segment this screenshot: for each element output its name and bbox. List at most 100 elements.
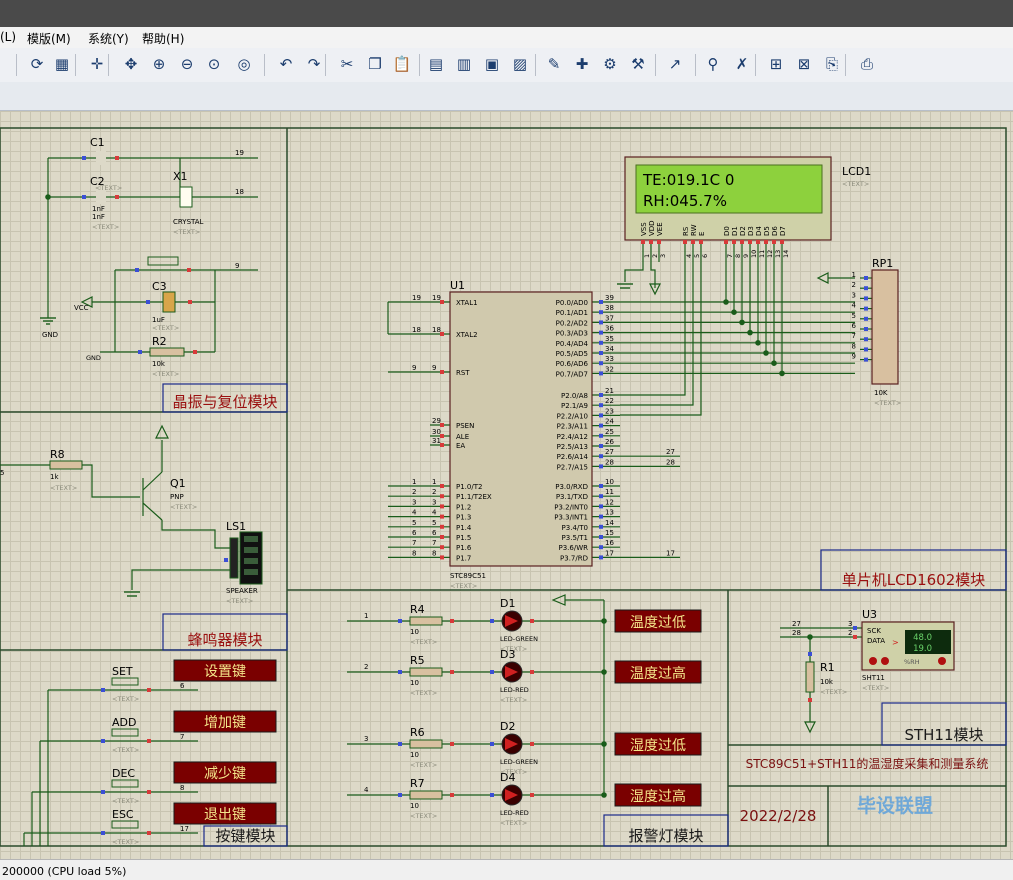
mcu-pin-xtal1: XTAL1	[456, 299, 478, 307]
paste-icon[interactable]: 📋	[392, 55, 412, 73]
rp1-pin-number: 9	[852, 353, 856, 361]
lcd-pin-number: 2	[651, 254, 659, 258]
q1-emitter	[142, 471, 163, 491]
toolbar-separator	[535, 54, 536, 76]
pin-marker	[440, 332, 444, 336]
make-device-icon[interactable]: ✚	[575, 55, 589, 73]
pin-marker	[188, 300, 192, 304]
lcd-pin-number: 12	[766, 250, 774, 258]
block-rotate-icon[interactable]: ▣	[484, 55, 500, 73]
mcu-pin-number: 12	[605, 498, 614, 506]
cut-icon[interactable]: ✂	[340, 55, 354, 73]
zoom-in-icon[interactable]: ⊕	[152, 55, 166, 73]
mcu-pin-p0-4: P0.4/AD4	[556, 340, 589, 348]
pin-marker	[864, 276, 868, 280]
mcu-pin-number: 4	[432, 509, 437, 517]
undo-icon[interactable]: ↶	[279, 55, 293, 73]
status-bar: 200000 (CPU load 5%)	[0, 859, 1013, 880]
led-tag-0	[614, 609, 702, 633]
netlist-icon[interactable]: ⎘	[825, 55, 838, 73]
wire-autoroute-icon[interactable]: ↗	[668, 55, 682, 73]
pin-marker	[641, 240, 645, 244]
pin-marker	[193, 350, 197, 354]
grid-icon[interactable]: ▦	[54, 55, 70, 73]
pin-marker	[187, 268, 191, 272]
x1-ref: X1	[173, 170, 188, 183]
menu-item-l[interactable]: (L)	[0, 30, 17, 44]
net-label: 7	[180, 733, 184, 741]
pin-marker	[599, 351, 603, 355]
pin-marker	[599, 330, 603, 335]
vcc-arrow	[816, 272, 829, 284]
net-label: 2	[364, 663, 368, 671]
mcu-pin-number: 36	[605, 325, 614, 333]
redo-icon[interactable]: ↷	[307, 55, 321, 73]
menu-item-system[interactable]: 系统(Y)	[88, 32, 129, 46]
sheet-border	[0, 127, 1007, 847]
packaging-icon[interactable]: ⚙	[603, 55, 617, 73]
mcu-pin-number: 28	[605, 458, 614, 466]
junction-dot	[779, 370, 785, 377]
property-tool-icon[interactable]: ✗	[735, 55, 749, 73]
toolbar-separator	[16, 54, 17, 76]
mcu-pin-number: 38	[605, 304, 614, 312]
toolbar: ⟳ ▦ ✛ ✥ ⊕ ⊖ ⊙ ◎ ↶ ↷ ✂ ❐ 📋 ▤ ▥ ▣ ▨ ✎ ✚ ⚙ ⚒ ↗ ⚲ ✗ ⊞ ⊠ ⎘ ⎙	[0, 48, 1013, 82]
new-sheet-icon[interactable]: ⊞	[769, 55, 783, 73]
menu-item-template[interactable]: 模版(M)	[27, 32, 71, 46]
led-text: <TEXT>	[500, 768, 527, 776]
net-label: 3	[364, 735, 368, 743]
net-label: 2	[412, 488, 416, 496]
speaker-body	[229, 537, 239, 579]
pin-marker	[599, 514, 603, 519]
resistor-text: <TEXT>	[410, 812, 437, 820]
decompose-icon[interactable]: ⚒	[631, 55, 645, 73]
rp1-ref: RP1	[872, 257, 893, 270]
pin-marker	[599, 524, 603, 529]
pin-marker	[115, 195, 119, 199]
pin-marker	[147, 790, 151, 794]
pin-marker	[599, 340, 603, 345]
menu-item-help[interactable]: 帮助(H)	[142, 32, 185, 46]
speaker-grille	[244, 547, 258, 553]
bill-icon[interactable]: ⎙	[860, 55, 873, 73]
refresh-icon[interactable]: ⟳	[30, 55, 44, 73]
mcu-pin-number: 8	[432, 549, 436, 557]
net-label: 19	[412, 294, 421, 302]
sht11-text: <TEXT>	[862, 684, 889, 692]
zoom-out-icon[interactable]: ⊖	[180, 55, 194, 73]
mcu-pin-number: 29	[432, 417, 441, 425]
net-label: 17	[666, 549, 675, 557]
block-copy-icon[interactable]: ▤	[428, 55, 444, 73]
key-ref-add: ADD	[112, 716, 136, 729]
resistor-r7	[409, 790, 443, 800]
led-ref-d1: D1	[500, 597, 515, 610]
led-status-label-2: 湿度过低	[630, 738, 686, 754]
pin-marker	[599, 413, 603, 418]
zoom-area-icon[interactable]: ◎	[237, 55, 251, 73]
lcd-pin-name: E	[698, 232, 706, 236]
pin-marker	[147, 739, 151, 743]
block-move-icon[interactable]: ▥	[456, 55, 472, 73]
section-label-leds: 报警灯模块	[628, 827, 703, 845]
zoom-all-icon[interactable]: ⊙	[207, 55, 221, 73]
pick-device-icon[interactable]: ✎	[547, 55, 561, 73]
c2-value: 1nF	[92, 205, 105, 213]
pin-marker	[599, 361, 603, 366]
lcd-pin-number: 4	[685, 254, 693, 258]
mcu-pin-number: 19	[432, 294, 441, 302]
remove-sheet-icon[interactable]: ⊠	[797, 55, 811, 73]
schematic-drawing[interactable]: 晶振与复位模块蜂鸣器模块按键模块单片机LCD1602模块STH11模块报警灯模块…	[0, 111, 1013, 859]
origin-icon[interactable]: ✛	[90, 55, 104, 73]
r1-ref: R1	[820, 661, 835, 674]
pin-marker	[101, 790, 105, 794]
pan-icon[interactable]: ✥	[124, 55, 138, 73]
copy-icon[interactable]: ❐	[368, 55, 382, 73]
pin-marker	[450, 619, 454, 623]
block-delete-icon[interactable]: ▨	[512, 55, 528, 73]
mcu-pin-p3-5: P3.5/T1	[562, 534, 588, 542]
search-icon[interactable]: ⚲	[707, 55, 719, 73]
toolbar-separator	[695, 54, 696, 76]
toolbar-separator	[108, 54, 109, 76]
mcu-pin-p3-0: P3.0/RXD	[555, 483, 588, 491]
